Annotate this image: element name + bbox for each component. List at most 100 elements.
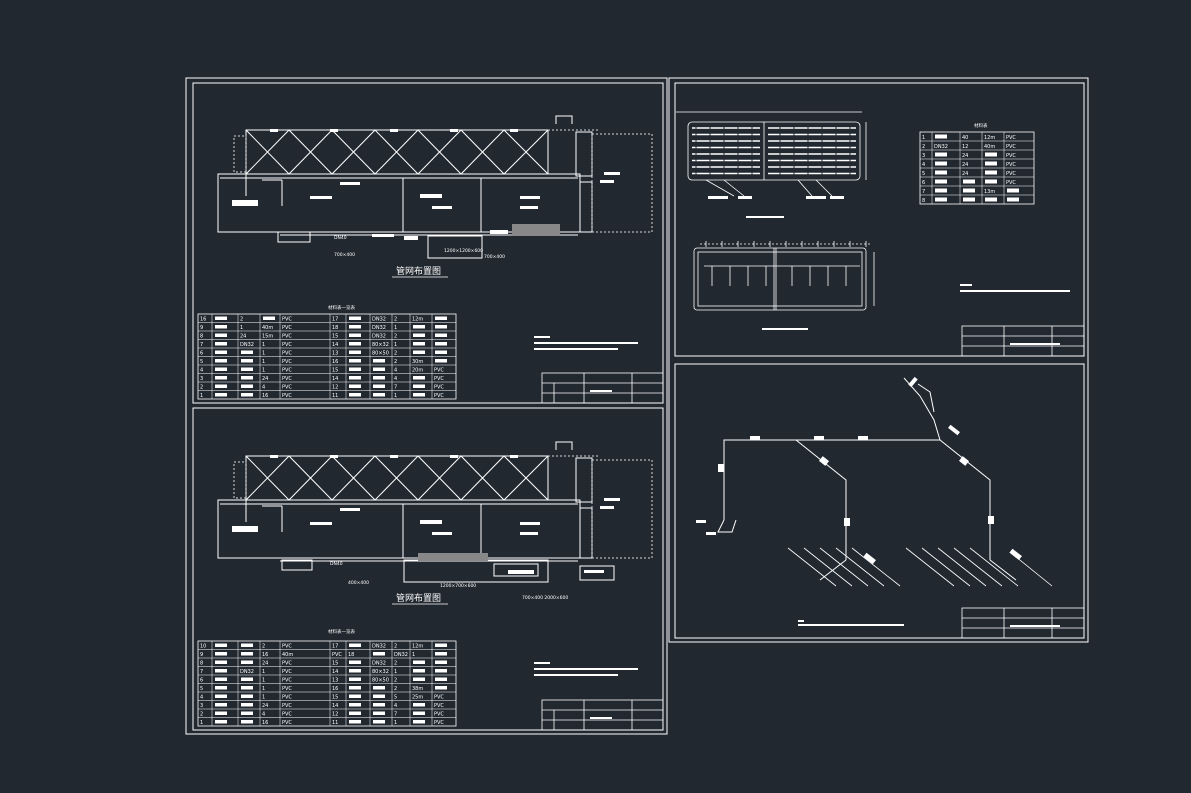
table-cell: 17 [332, 644, 338, 650]
table-cell: 11 [332, 720, 338, 726]
table-cell-placeholder [349, 393, 361, 397]
table-cell: 3 [922, 153, 925, 159]
bottom-left-dashed [233, 455, 653, 559]
table-cell-placeholder [215, 350, 227, 354]
label-pipe-dn: DN40 [334, 235, 347, 241]
tag [830, 196, 844, 199]
label-dimension-d: 700×400 [484, 254, 505, 260]
table-cell-placeholder [413, 660, 425, 664]
sheet-top-right-frame [674, 82, 1085, 357]
note-heading [960, 284, 972, 286]
inlet-fitting [917, 383, 935, 413]
leader-line [797, 179, 813, 197]
side-channel [579, 181, 593, 233]
table-cell: 7 [922, 189, 925, 195]
table-cell: 12 [332, 385, 338, 391]
table-cell: PVC [282, 661, 292, 667]
table-cell-placeholder [349, 660, 361, 664]
table-cell-placeholder [373, 393, 385, 397]
leader-line [705, 179, 735, 197]
tag [270, 129, 278, 132]
lateral [937, 547, 987, 587]
table-cell-placeholder [349, 643, 361, 647]
table-cell-placeholder [215, 384, 227, 388]
riser-to-inlet [903, 377, 941, 441]
table-cell: 1 [262, 686, 265, 692]
tag [432, 206, 452, 209]
tag [404, 236, 418, 240]
section-outline [693, 247, 867, 311]
note-heading [798, 620, 804, 622]
table-cell-placeholder [241, 686, 253, 690]
table-cell: 11 [332, 393, 338, 399]
lateral [803, 547, 853, 587]
tag [520, 206, 538, 209]
dashed-right-box [591, 133, 653, 233]
table-cell-placeholder [241, 350, 253, 354]
table-cell: 4 [394, 368, 397, 374]
table-cell: 24 [240, 334, 246, 340]
table-cell: PVC [282, 317, 292, 323]
table-cell: 1 [394, 342, 397, 348]
tag [310, 522, 332, 525]
notes-bottom-left [534, 662, 638, 676]
table-cell-placeholder [215, 652, 227, 656]
table-cell: 4 [262, 385, 265, 391]
table-cell: 2 [394, 334, 397, 340]
outlet-box-1 [277, 231, 311, 243]
title-block-bottom-right [961, 607, 1085, 639]
table-cell: 80×32 [372, 342, 389, 348]
table-cell-placeholder [349, 669, 361, 673]
note-line [798, 624, 904, 626]
table-cell: 24 [962, 162, 968, 168]
table-cell: 6 [200, 678, 203, 684]
tag [814, 436, 824, 440]
left-outer-frame [185, 77, 668, 735]
leader-line [723, 179, 745, 197]
table-cell-placeholder [935, 134, 947, 139]
table-cell: PVC [434, 385, 444, 391]
table-cell: DN32 [372, 317, 386, 323]
tag [510, 129, 518, 132]
table-cell-placeholder [349, 694, 361, 698]
table-cell-placeholder [435, 669, 447, 673]
table-cell: 16 [262, 652, 268, 658]
table-cell: 13 [332, 678, 338, 684]
table-cell: 80×50 [372, 678, 389, 684]
table-cell: PVC [282, 359, 292, 365]
table-cell: 4 [922, 162, 925, 168]
tag [372, 234, 394, 237]
table-cell: 2 [394, 661, 397, 667]
title-block [541, 372, 664, 404]
table-cell-placeholder [241, 660, 253, 664]
lateral [851, 547, 901, 587]
table-cell-placeholder [241, 711, 253, 715]
table-cell: PVC [282, 385, 292, 391]
tag [948, 424, 960, 436]
table-cell: 12 [962, 144, 968, 150]
table-cell-placeholder [373, 694, 385, 698]
lateral [905, 547, 955, 587]
table-cell: 4 [262, 712, 265, 718]
table-cell-placeholder [435, 686, 447, 690]
table-cell: DN32 [934, 144, 948, 150]
table-cell: PVC [1006, 162, 1016, 168]
table-cell-placeholder [413, 376, 425, 380]
table-cell-placeholder [1007, 197, 1019, 202]
tag [604, 498, 620, 501]
table-cell-placeholder [373, 652, 385, 656]
note-heading [534, 662, 550, 664]
table-cell: 40m [282, 652, 293, 658]
table-cell: PVC [434, 376, 444, 382]
table-cell-placeholder [241, 376, 253, 380]
section-caption [762, 328, 808, 330]
table-cell-placeholder [349, 376, 361, 380]
title-block [961, 607, 1085, 639]
table-cell-placeholder [349, 359, 361, 363]
table-cell: 4 [200, 695, 203, 701]
table-cell: 1 [412, 652, 415, 658]
table-cell: DN32 [240, 669, 254, 675]
table-cell-placeholder [215, 669, 227, 673]
